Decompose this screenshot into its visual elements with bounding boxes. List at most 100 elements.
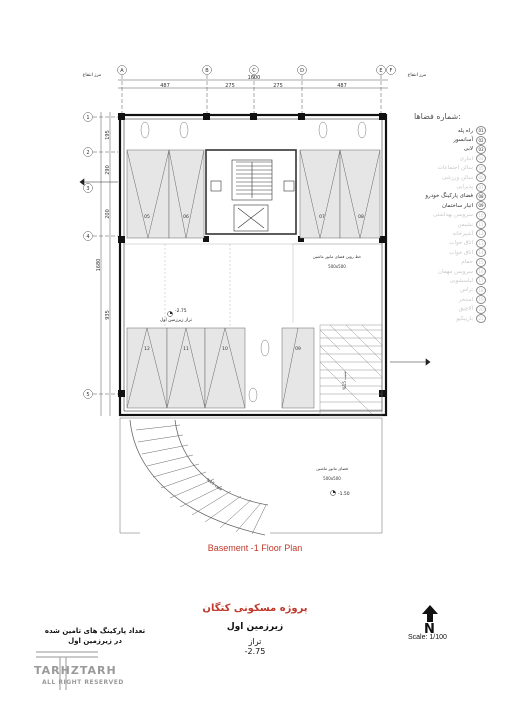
top-dim-4: 487 <box>337 83 347 89</box>
legend-item-number: 19 <box>476 295 486 305</box>
stall-11: 11 <box>183 346 189 352</box>
ramp-straight <box>319 324 383 416</box>
legend-item-number: 21 <box>476 314 486 323</box>
grid-row-3: 3 <box>86 186 89 192</box>
boundary-label-right: مرز انتفاع <box>408 73 427 78</box>
parking-stalls-top <box>126 149 381 239</box>
left-dim-1: 195 <box>105 130 111 140</box>
legend-item-label: لباسشویی <box>449 277 473 284</box>
legend-item-number: 07 <box>476 182 486 192</box>
maneuver-area-label: خط روین فضای مانور ماشین <box>313 254 362 259</box>
company-logo <box>36 651 98 690</box>
parking-note: تعداد پارکینگ های تامین شده در زیرزمین ا… <box>30 626 160 646</box>
level-marker <box>167 311 173 317</box>
grid-row-5: 5 <box>86 392 89 398</box>
legend-item-label: آشپزخانه <box>452 230 473 237</box>
legend-item-number: 12 <box>476 229 486 239</box>
grid-col-C: C <box>252 68 256 74</box>
logo-rights: ALL RIGHT RESERVED <box>42 679 124 686</box>
stall-12: 12 <box>144 346 150 352</box>
maneuver-area-bottom-label: فضای مانور ماشین <box>316 466 348 471</box>
boundary-label-left: مرز انتفاع <box>83 73 102 78</box>
grid-col-B: B <box>205 68 209 74</box>
ramp-slope-label: %15 شیب <box>342 371 347 390</box>
legend-item-number: 16 <box>476 267 486 277</box>
project-title: پروژه مسکونی کتگان <box>202 603 308 614</box>
section-marker-a <box>79 178 431 366</box>
level-marker-label: تراز زیرزمین اول <box>160 318 193 323</box>
legend-item-label: آلاچیق <box>458 306 473 313</box>
grid-axis-top <box>117 65 396 115</box>
grid-col-D: D <box>300 68 304 74</box>
legend-item-label: سالن اجتماعات <box>437 165 473 172</box>
total-width-dim: 1600 <box>248 75 261 81</box>
legend-item-number: 03 <box>476 144 486 154</box>
legend-title: شماره فضاها: <box>414 112 461 121</box>
top-dim-2: 275 <box>225 83 235 89</box>
legend-item-number: 05 <box>476 163 486 173</box>
legend-item-label: فضای پارکینگ خودرو <box>425 193 473 200</box>
ramp-level-marker <box>330 490 336 496</box>
motorcycle-icons-bottom <box>248 339 270 403</box>
legend-item-number: 13 <box>476 238 486 248</box>
legend-item-number: 06 <box>476 173 486 183</box>
level-label: تراز <box>248 637 262 646</box>
legend-item-label: اتاق خواب <box>449 240 473 247</box>
legend-item-label: پذیرایی <box>456 184 473 191</box>
legend-item-number: 01 <box>476 126 486 136</box>
stall-08: 08 <box>358 214 364 220</box>
parking-note-line-2: در زیرزمین اول <box>68 637 122 645</box>
legend-item-number: 10 <box>476 210 486 220</box>
total-height-dim: 1680 <box>96 259 102 272</box>
top-dim-1: 487 <box>160 83 170 89</box>
grid-col-A: A <box>120 68 124 74</box>
top-dim-3: 275 <box>273 83 283 89</box>
legend-item-number: 08 <box>476 191 486 201</box>
legend-item-label: تراس <box>460 287 473 294</box>
level-value: -2.75 <box>244 647 266 656</box>
stall-09: 09 <box>295 346 301 352</box>
left-dim-3: 200 <box>105 209 111 219</box>
legend-item-number: 18 <box>476 285 486 295</box>
legend-item-label: استخر <box>458 296 473 303</box>
legend-item-label: آسانسور <box>453 137 473 144</box>
grid-row-1: 1 <box>86 115 89 121</box>
scale-text: Scale: 1/100 <box>408 634 447 641</box>
floor-name: زیرزمین اول <box>226 622 284 632</box>
left-dim-4: 935 <box>105 310 111 320</box>
maneuver-area-bottom-size: 500x500 <box>323 476 341 481</box>
north-label: N <box>424 622 435 637</box>
stall-05: 05 <box>144 214 150 220</box>
legend-item-label: اتاق خواب <box>449 249 473 256</box>
legend-item-number: 09 <box>476 201 486 211</box>
grid-row-2: 2 <box>86 150 89 156</box>
stair-core <box>205 149 297 235</box>
ramp-level-value: -1.50 <box>338 491 350 497</box>
legend-item-number: 11 <box>476 220 486 230</box>
legend-item-label: باربیکیو <box>456 315 473 322</box>
legend-item-label: انباری <box>459 155 473 162</box>
legend-item-number: 17 <box>476 276 486 286</box>
grid-col-E: E <box>379 68 382 74</box>
grid-row-4: 4 <box>86 234 89 240</box>
stall-06: 06 <box>183 214 189 220</box>
legend-item-label: انبار ساختمان <box>441 202 473 209</box>
legend-item-label: نشیمن <box>457 221 473 228</box>
legend-item-label: حمام <box>461 259 473 266</box>
parking-stalls-bottom <box>126 327 315 409</box>
